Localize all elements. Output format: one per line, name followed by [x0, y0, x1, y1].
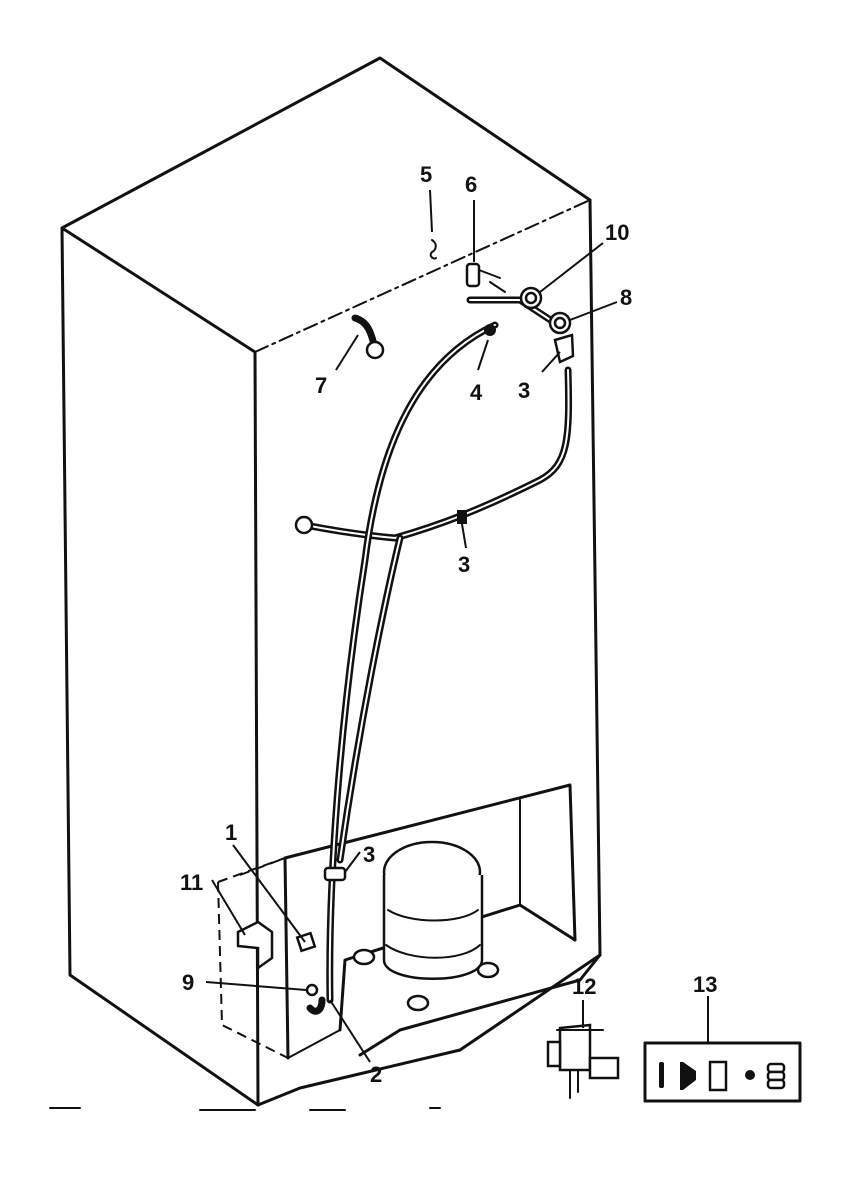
- compressor: [352, 840, 500, 1012]
- callout-3-middle: 3: [458, 552, 470, 577]
- callout-4: 4: [470, 380, 483, 405]
- callout-9: 9: [182, 970, 194, 995]
- bracket-11: [236, 920, 274, 971]
- leader-lines: [205, 189, 709, 1063]
- tube-clip-right: [553, 333, 575, 364]
- tube-clip-lower: [323, 866, 347, 882]
- callout-3-lower: 3: [363, 842, 375, 867]
- callout-3-upper-right: 3: [518, 378, 530, 403]
- screw-5: [429, 239, 437, 260]
- callout-5: 5: [420, 162, 432, 187]
- fitting-8: [548, 311, 572, 335]
- grommet-4: [484, 324, 496, 336]
- callout-7: 7: [315, 373, 327, 398]
- bracket-6: [465, 262, 506, 293]
- loop-left: [294, 515, 314, 535]
- callout-1: 1: [225, 820, 237, 845]
- callout-2: 2: [370, 1062, 382, 1087]
- fitting-10: [519, 286, 543, 310]
- callout-10: 10: [605, 220, 629, 245]
- callout-8: 8: [620, 285, 632, 310]
- tube-clip-upper: [457, 510, 467, 524]
- tubing-assembly: [296, 296, 573, 1015]
- elbow-7: [351, 314, 385, 360]
- callout-13: 13: [693, 972, 717, 997]
- scan-marks: [49, 1107, 441, 1111]
- drain-tube-9: [305, 983, 319, 997]
- callout-6: 6: [465, 172, 477, 197]
- callout-11: 11: [180, 870, 203, 895]
- water-valve: [546, 1023, 620, 1099]
- callout-12: 12: [572, 974, 596, 999]
- parts-kit-box: [643, 1041, 802, 1103]
